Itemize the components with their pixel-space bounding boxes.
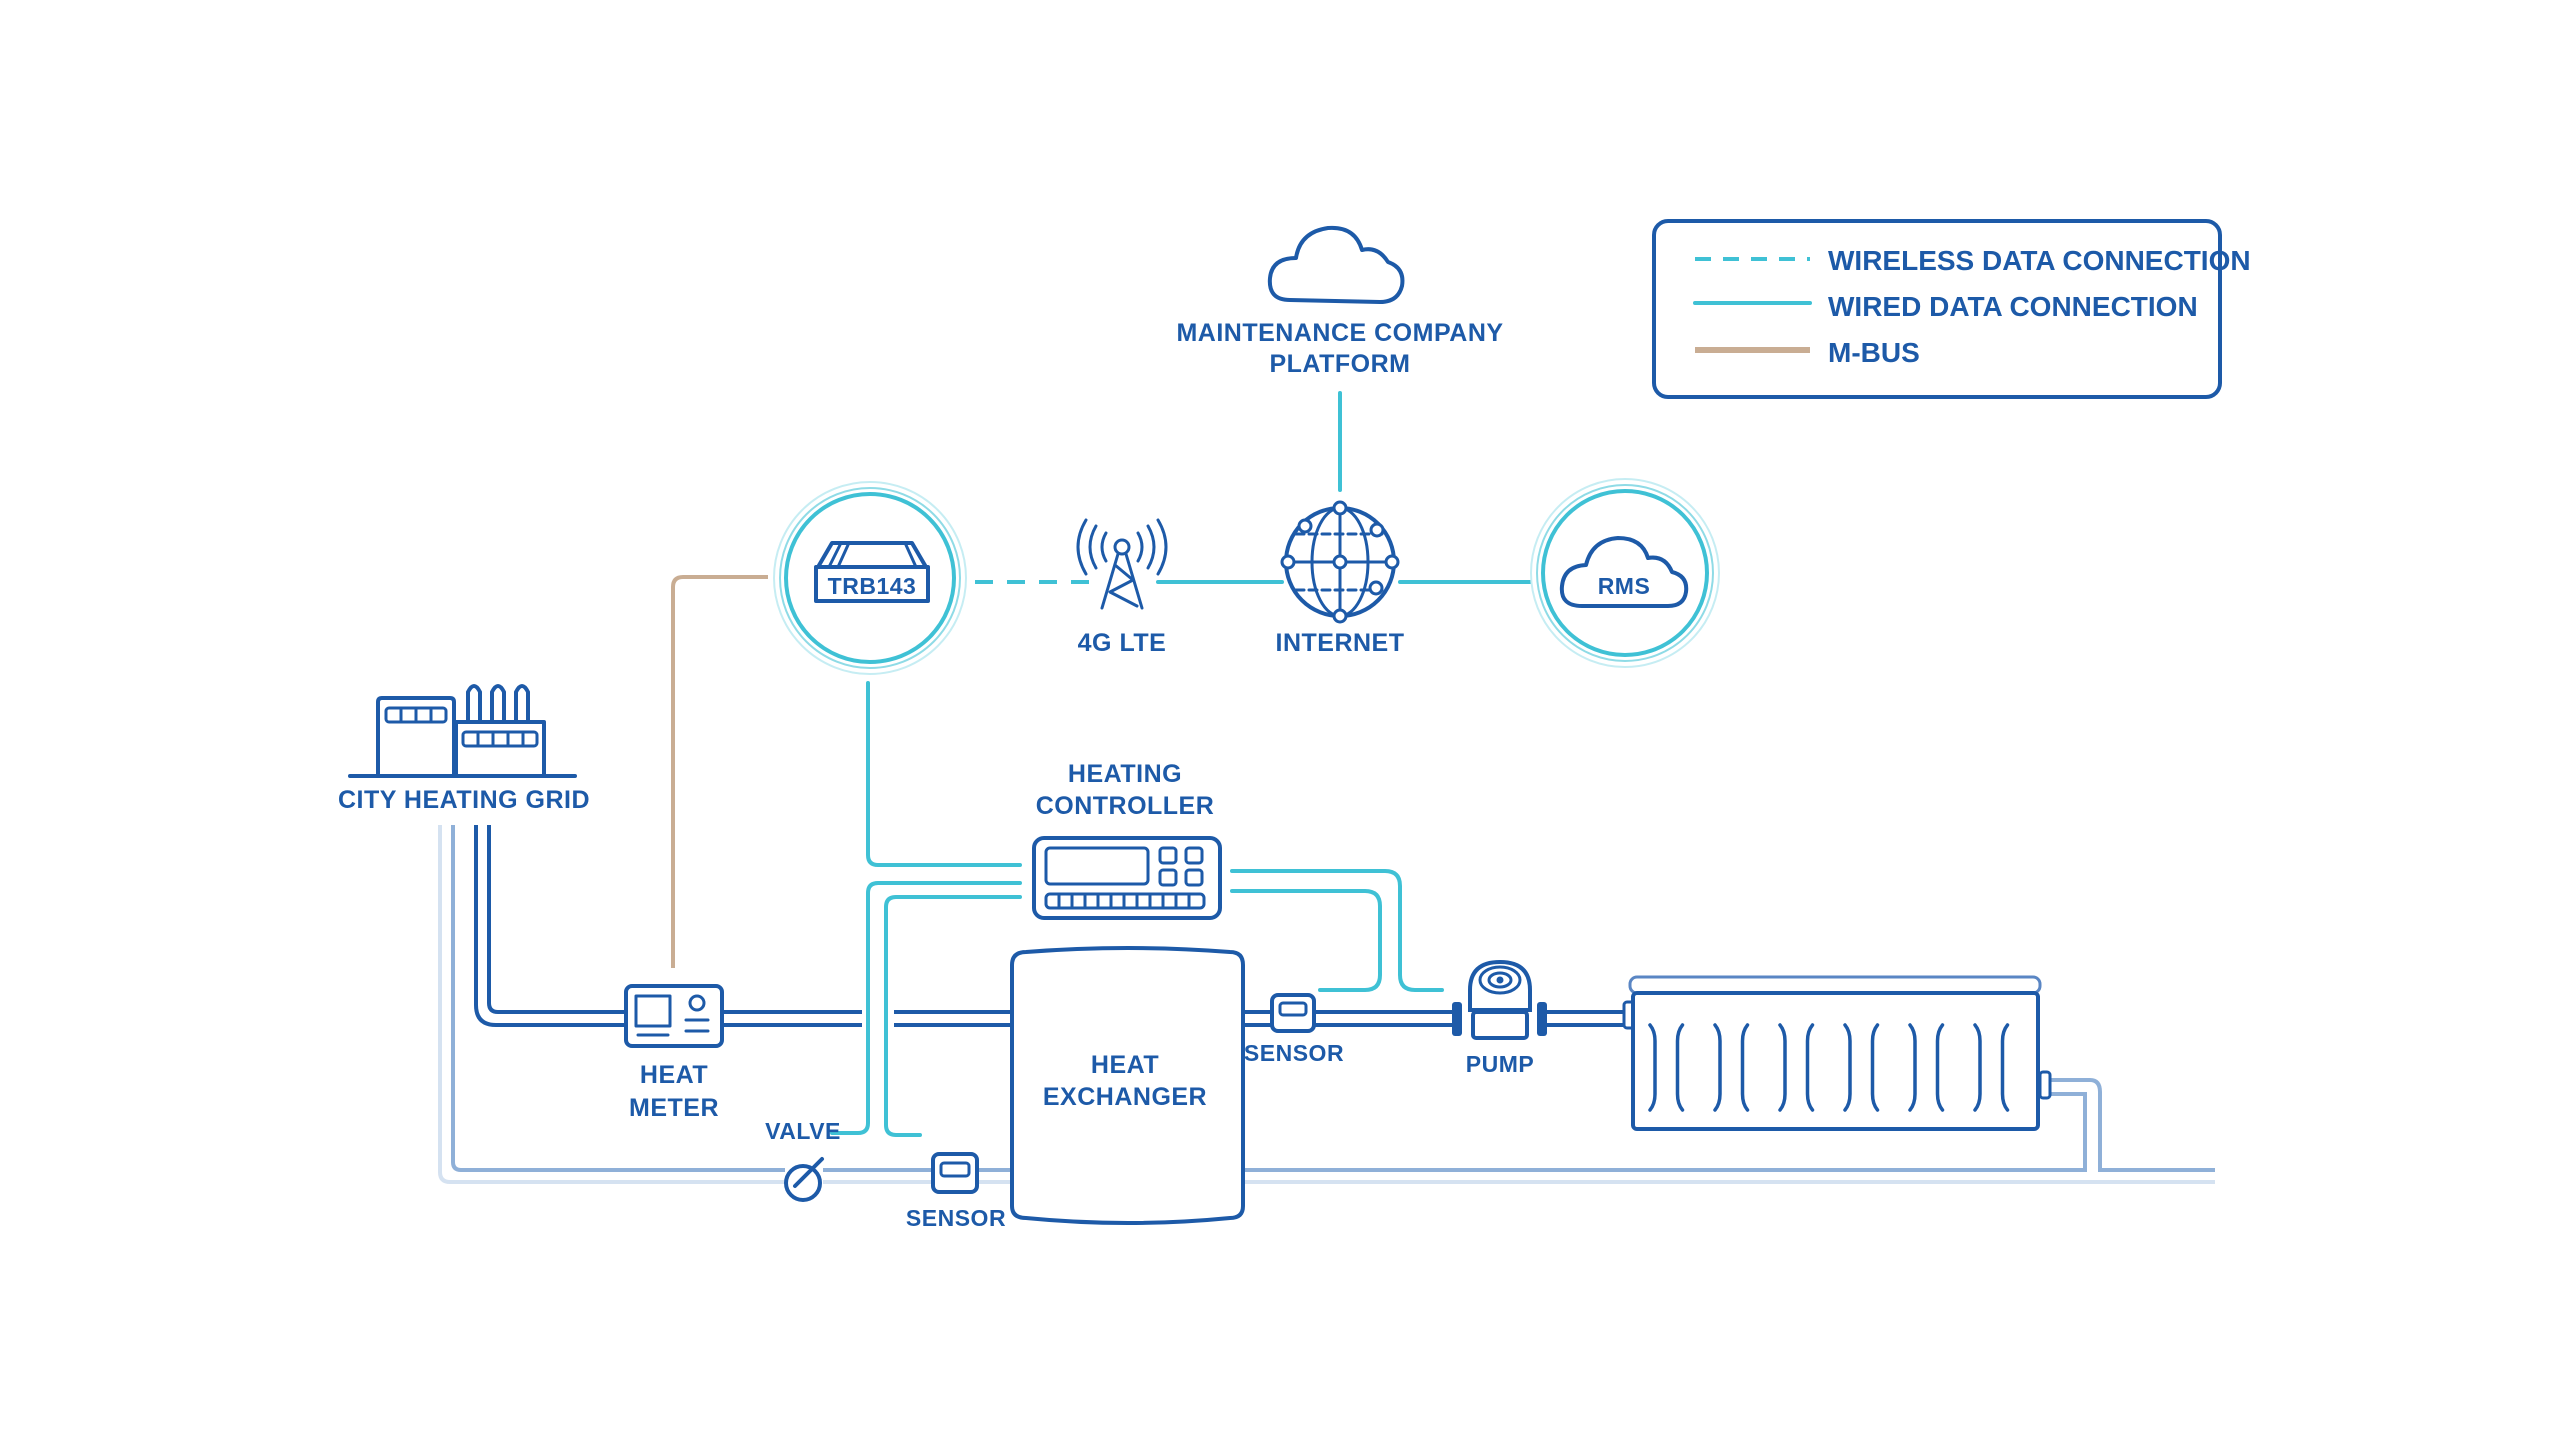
return-pipe-outer — [451, 825, 785, 1172]
pump-node[interactable]: PUMP — [1452, 959, 1547, 1077]
radiator-fin — [2000, 1023, 2010, 1112]
heating-controller-node[interactable]: HEATING CONTROLLER — [1032, 760, 1222, 920]
legend-wired-label: WIRED DATA CONNECTION — [1828, 291, 2198, 322]
radiator-fin — [1870, 1023, 1880, 1112]
heating-controller-label-1: HEATING — [1068, 760, 1182, 788]
heat-exchanger-tank — [1010, 946, 1245, 1225]
radiator-fin — [1648, 1023, 1657, 1112]
heat-meter-label-1: HEAT — [640, 1061, 708, 1089]
radiator-fin — [1843, 1023, 1852, 1112]
trb143-node[interactable]: TRB143 — [773, 481, 967, 675]
cloud-icon — [1267, 225, 1405, 304]
maintenance-platform-label-2: PLATFORM — [1269, 350, 1410, 378]
heat-meter-label-2: METER — [629, 1094, 719, 1122]
pump-label: PUMP — [1466, 1051, 1534, 1077]
heat-meter-node[interactable]: HEAT METER — [624, 984, 724, 1122]
factory-icon — [348, 684, 577, 778]
trb143-halo-outer — [773, 481, 967, 675]
rms-label: RMS — [1598, 573, 1651, 599]
wire-trb-controller — [866, 681, 1022, 867]
trb143-halo-mid — [779, 487, 961, 669]
radiator-fin — [1908, 1023, 1917, 1112]
supply-pipe-inner — [487, 825, 630, 1014]
pump-icon — [1452, 959, 1547, 1040]
radiator-fin — [1935, 1023, 1945, 1112]
internet-node[interactable]: INTERNET — [1276, 500, 1405, 657]
heat-meter-icon — [624, 984, 724, 1048]
internet-label: INTERNET — [1276, 629, 1405, 657]
wire-controller-sensor-supply — [1230, 889, 1382, 992]
rms-halo-inner — [1541, 489, 1709, 657]
valve-node[interactable]: VALVE — [765, 1118, 841, 1202]
radiator-fin — [1778, 1023, 1787, 1112]
cloud-icon — [1559, 536, 1689, 608]
legend-mbus-label: M-BUS — [1828, 337, 1920, 368]
sensor-icon — [1270, 993, 1316, 1033]
mbus-trb-heatmeter — [671, 575, 768, 968]
supply-pipe-outer — [474, 825, 630, 1027]
radiator-fin — [1675, 1023, 1685, 1112]
lte-node[interactable]: 4G LTE — [1076, 518, 1168, 657]
wire-controller-pump — [1230, 869, 1444, 992]
sensor-icon — [931, 1152, 979, 1194]
heat-exchanger-node[interactable]: HEAT EXCHANGER — [1010, 946, 1245, 1225]
controller-panel-icon — [1032, 836, 1222, 920]
return-pipe-inner — [438, 825, 785, 1184]
rms-node[interactable]: RMS — [1530, 478, 1720, 668]
radiator-fin — [1973, 1023, 1982, 1112]
radiator-fin — [1740, 1023, 1750, 1112]
gateway-device-icon — [814, 541, 930, 603]
radiator-return-pipe — [1243, 1092, 2087, 1172]
radiator-return-pipe-2 — [2050, 1078, 2215, 1172]
sensor-supply-node[interactable]: SENSOR — [1244, 993, 1344, 1066]
maintenance-platform-label-1: MAINTENANCE COMPANY — [1176, 319, 1503, 347]
sensor-return-label: SENSOR — [906, 1205, 1006, 1231]
connections — [671, 391, 1532, 1137]
trb143-label: TRB143 — [828, 573, 917, 599]
radiator-icon — [1622, 975, 2052, 1131]
city-grid-label: CITY HEATING GRID — [338, 786, 590, 814]
legend-wireless-label: WIRELESS DATA CONNECTION — [1828, 245, 2251, 276]
wire-controller-valve — [830, 881, 1022, 1135]
valve-icon — [784, 1157, 824, 1202]
maintenance-platform-node[interactable]: MAINTENANCE COMPANY PLATFORM — [1176, 225, 1503, 378]
globe-network-icon — [1280, 500, 1400, 624]
cell-tower-icon — [1076, 518, 1168, 610]
heating-controller-label-2: CONTROLLER — [1036, 792, 1215, 820]
radiator-fin — [1713, 1023, 1722, 1112]
sensor-supply-label: SENSOR — [1244, 1040, 1344, 1066]
radiator-node[interactable] — [1622, 975, 2052, 1131]
city-grid-node[interactable]: CITY HEATING GRID — [338, 684, 590, 814]
pipes — [438, 825, 2215, 1184]
trb143-halo-inner — [784, 492, 956, 664]
legend: WIRELESS DATA CONNECTION WIRED DATA CONN… — [1652, 219, 2251, 399]
radiator-fin — [1805, 1023, 1815, 1112]
rms-halo-mid — [1536, 484, 1714, 662]
heat-exchanger-label-2: EXCHANGER — [1043, 1083, 1207, 1111]
valve-label: VALVE — [765, 1118, 841, 1144]
lte-label: 4G LTE — [1078, 629, 1167, 657]
sensor-return-node[interactable]: SENSOR — [906, 1152, 1006, 1231]
rms-halo-outer — [1530, 478, 1720, 668]
heat-exchanger-label-1: HEAT — [1091, 1051, 1159, 1079]
wire-controller-sensor-return — [884, 895, 1022, 1137]
